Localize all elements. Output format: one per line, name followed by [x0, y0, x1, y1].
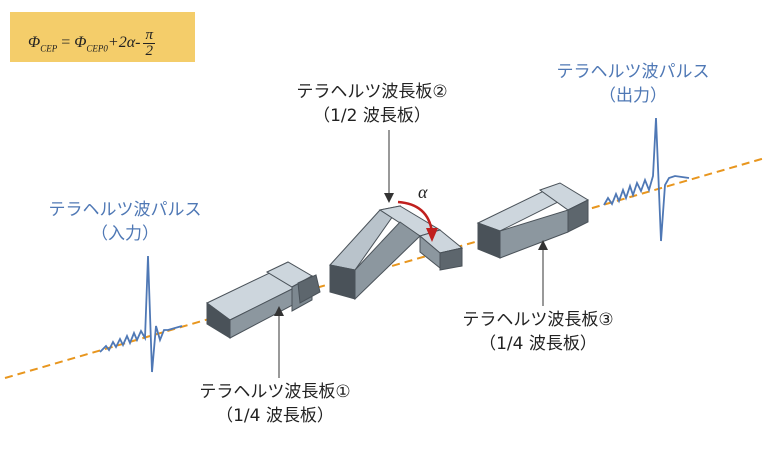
wave-plate-3	[476, 182, 590, 259]
pointer-plate-2	[384, 130, 394, 203]
plate-3-label: テラヘルツ波長板③ （1/4 波長板）	[448, 308, 628, 356]
plate-3-label-line2: （1/4 波長板）	[479, 334, 597, 354]
formula-lhs: Φ	[28, 34, 41, 52]
output-pulse-label: テラヘルツ波パルス （出力）	[548, 60, 718, 108]
rotation-arrowhead	[426, 228, 438, 242]
output-pulse-label-line1: テラヘルツ波パルス	[556, 62, 710, 82]
formula-lhs-sub: CEP	[40, 43, 58, 54]
output-pulse-waveform	[603, 117, 690, 242]
plate-1-label: テラヘルツ波長板① （1/4 波長板）	[185, 380, 365, 428]
plate-2-label-line1: テラヘルツ波長板②	[296, 82, 448, 102]
wave-plate-2	[329, 205, 464, 301]
formula-eq: =	[57, 34, 75, 52]
rotation-arrow	[397, 200, 434, 233]
formula-frac-num: π	[143, 27, 155, 44]
plate-1-label-line2: （1/4 波長板）	[216, 406, 334, 426]
formula-rhs-sub: CEP0	[86, 43, 108, 54]
input-pulse-label-line1: テラヘルツ波パルス	[48, 200, 202, 220]
output-pulse-label-line2: （出力）	[599, 86, 667, 106]
plate-1-label-line1: テラヘルツ波長板①	[199, 382, 351, 402]
formula-tail: +2α-	[107, 34, 141, 52]
input-pulse-label-line2: （入力）	[91, 224, 159, 244]
pointer-plate-3	[538, 240, 548, 306]
formula-frac-den: 2	[145, 43, 153, 59]
plate-2-label-line2: （1/2 波長板）	[313, 106, 431, 126]
pointer-plate-1	[274, 306, 284, 378]
input-pulse-label: テラヘルツ波パルス （入力）	[40, 198, 210, 246]
formula-rhs: Φ	[74, 34, 87, 52]
wave-plate-1	[206, 261, 321, 339]
input-pulse-waveform	[99, 255, 183, 373]
angle-alpha-label: α	[418, 182, 428, 202]
plate-3-label-line1: テラヘルツ波長板③	[462, 310, 614, 330]
plate-2-label: テラヘルツ波長板② （1/2 波長板）	[282, 80, 462, 128]
